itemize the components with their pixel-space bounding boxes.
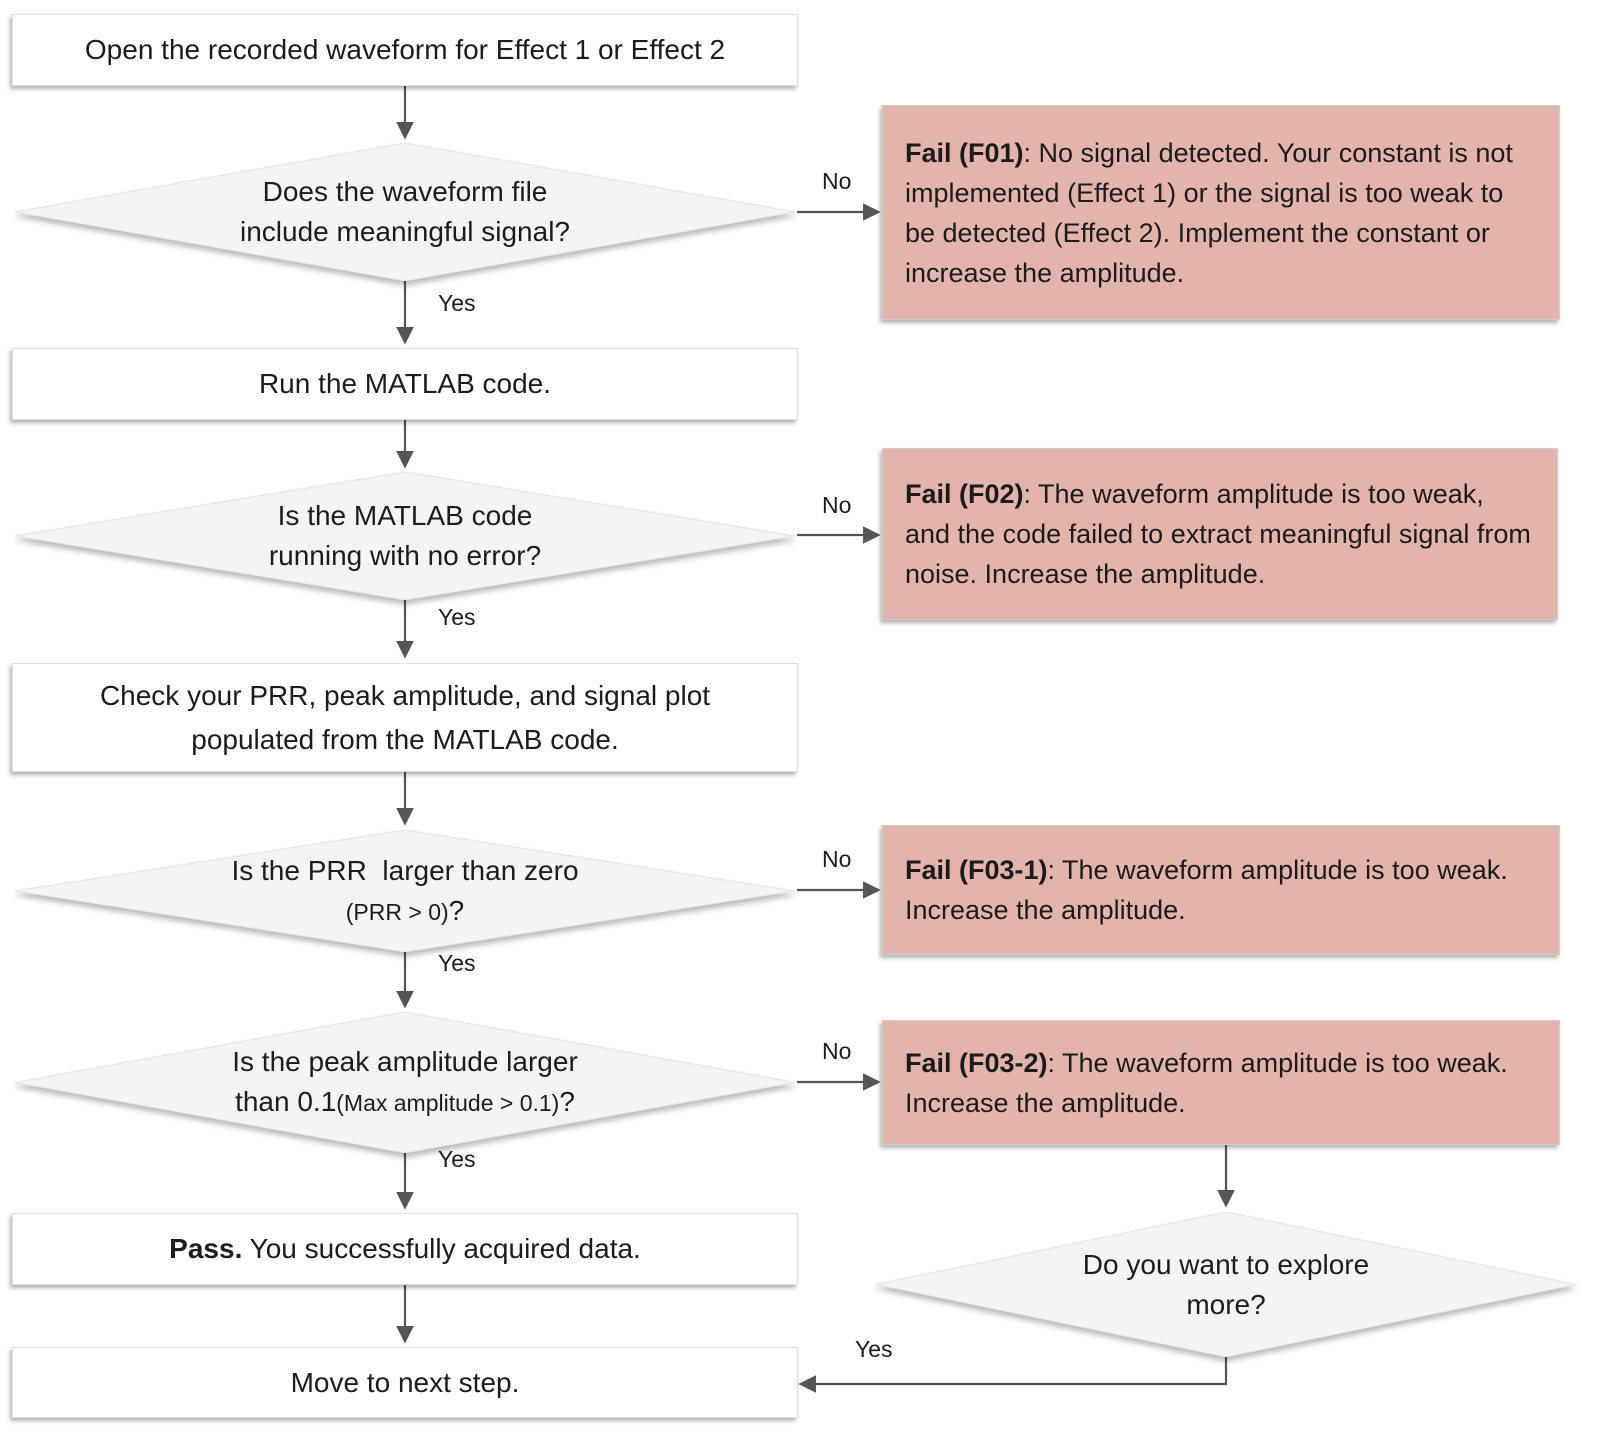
fail-f03-2-body: : The waveform amplitude is too weak. In… [905,1047,1508,1118]
decision-line: running with no error? [268,540,542,571]
diamond-shape [15,143,795,281]
fail-f01-code: Fail (F01) [905,137,1024,168]
decision-line: include meaningful signal? [240,216,570,247]
edge-label-yes-4: Yes [438,1146,476,1172]
node-pass-word: Pass. [169,1233,243,1264]
decision-line: Do you want to explore [1082,1248,1370,1280]
decision-line: Does the waveform file [262,176,548,207]
decision-question-mark: ? [448,894,465,926]
edge-label-yes-5: Yes [855,1336,893,1362]
diamond-shape [876,1212,1576,1357]
fail-f03-2-code: Fail (F03-2) [905,1047,1048,1078]
diamond-shape [15,1012,795,1153]
fail-f02-text: Fail (F02): The waveform amplitude is to… [905,474,1535,594]
node-check-prr-line1: Check your PRR, peak amplitude, and sign… [99,679,711,711]
decision-condition: (Max amplitude > 0.1) [336,1090,560,1116]
node-move-next-step-label: Move to next step. [290,1366,520,1398]
node-pass-text: Pass. You successfully acquired data. [169,1230,641,1268]
node-move-next-step: Move to next step. [12,1347,798,1418]
decision-peak-amplitude: Is the peak amplitude larger than 0.1(Ma… [15,1012,795,1153]
node-check-prr: Check your PRR, peak amplitude, and sign… [12,663,798,772]
fail-f03-2-text: Fail (F03-2): The waveform amplitude is … [905,1043,1537,1123]
fail-f03-1-code: Fail (F03-1) [905,855,1048,885]
fail-f02-code: Fail (F02) [905,479,1024,509]
decision-no-error: Is the MATLAB code running with no error… [15,472,795,600]
fail-f01-text: Fail (F01): No signal detected. Your con… [905,133,1537,293]
decision-explore-more: Do you want to explore more? [876,1212,1576,1357]
diamond-shape [15,472,795,600]
diamond-shape [15,830,795,952]
edge-label-no-4: No [822,1038,852,1064]
edge-label-no-1: No [822,168,852,194]
fail-f03-1-box: Fail (F03-1): The waveform amplitude is … [882,825,1560,955]
decision-line: than 0.1(Max amplitude > 0.1)? [235,1082,575,1123]
decision-explore-more-text: Do you want to explore more? [876,1212,1576,1357]
decision-line: more? [1186,1288,1266,1320]
fail-f03-1-text: Fail (F03-1): The waveform amplitude is … [905,850,1537,930]
decision-condition: (PRR > 0) [345,898,449,925]
decision-meaningful-signal-text: Does the waveform file include meaningfu… [15,143,795,281]
fail-f03-1-body: : The waveform amplitude is too weak. In… [905,855,1508,925]
fail-f03-2-box: Fail (F03-2): The waveform amplitude is … [882,1020,1560,1145]
decision-meaningful-signal: Does the waveform file include meaningfu… [15,143,795,281]
decision-line: (PRR > 0)? [346,891,464,932]
decision-line: Is the peak amplitude larger [232,1046,578,1077]
decision-line: Is the PRR larger than zero [231,854,579,886]
decision-line2-main: than 0.1 [235,1086,337,1117]
node-check-prr-line2: populated from the MATLAB code. [191,723,619,755]
edge-label-yes-3: Yes [438,950,476,976]
decision-no-error-text: Is the MATLAB code running with no error… [15,472,795,600]
edge-label-yes-2: Yes [438,604,476,630]
fail-f02-box: Fail (F02): The waveform amplitude is to… [882,448,1558,620]
edge-label-no-2: No [822,492,852,518]
fail-f02-body: : The waveform amplitude is too weak, an… [905,479,1531,589]
decision-peak-amplitude-text: Is the peak amplitude larger than 0.1(Ma… [15,1012,795,1153]
decision-prr-positive: Is the PRR larger than zero (PRR > 0)? [15,830,795,952]
node-open-waveform-label: Open the recorded waveform for Effect 1 … [84,34,726,65]
node-pass-body: You successfully acquired data. [242,1233,641,1264]
decision-prr-positive-text: Is the PRR larger than zero (PRR > 0)? [15,830,795,952]
edge-label-yes-1: Yes [438,290,476,316]
node-pass: Pass. You successfully acquired data. [12,1213,798,1285]
node-run-matlab: Run the MATLAB code. [12,348,798,420]
node-open-waveform: Open the recorded waveform for Effect 1 … [12,14,798,86]
fail-f01-box: Fail (F01): No signal detected. Your con… [882,105,1560,320]
decision-question-mark: ? [559,1086,575,1117]
node-run-matlab-label: Run the MATLAB code. [258,368,552,399]
edge-label-no-3: No [822,846,852,872]
decision-line: Is the MATLAB code [277,500,533,531]
fail-f01-body: : No signal detected. Your constant is n… [905,137,1513,288]
